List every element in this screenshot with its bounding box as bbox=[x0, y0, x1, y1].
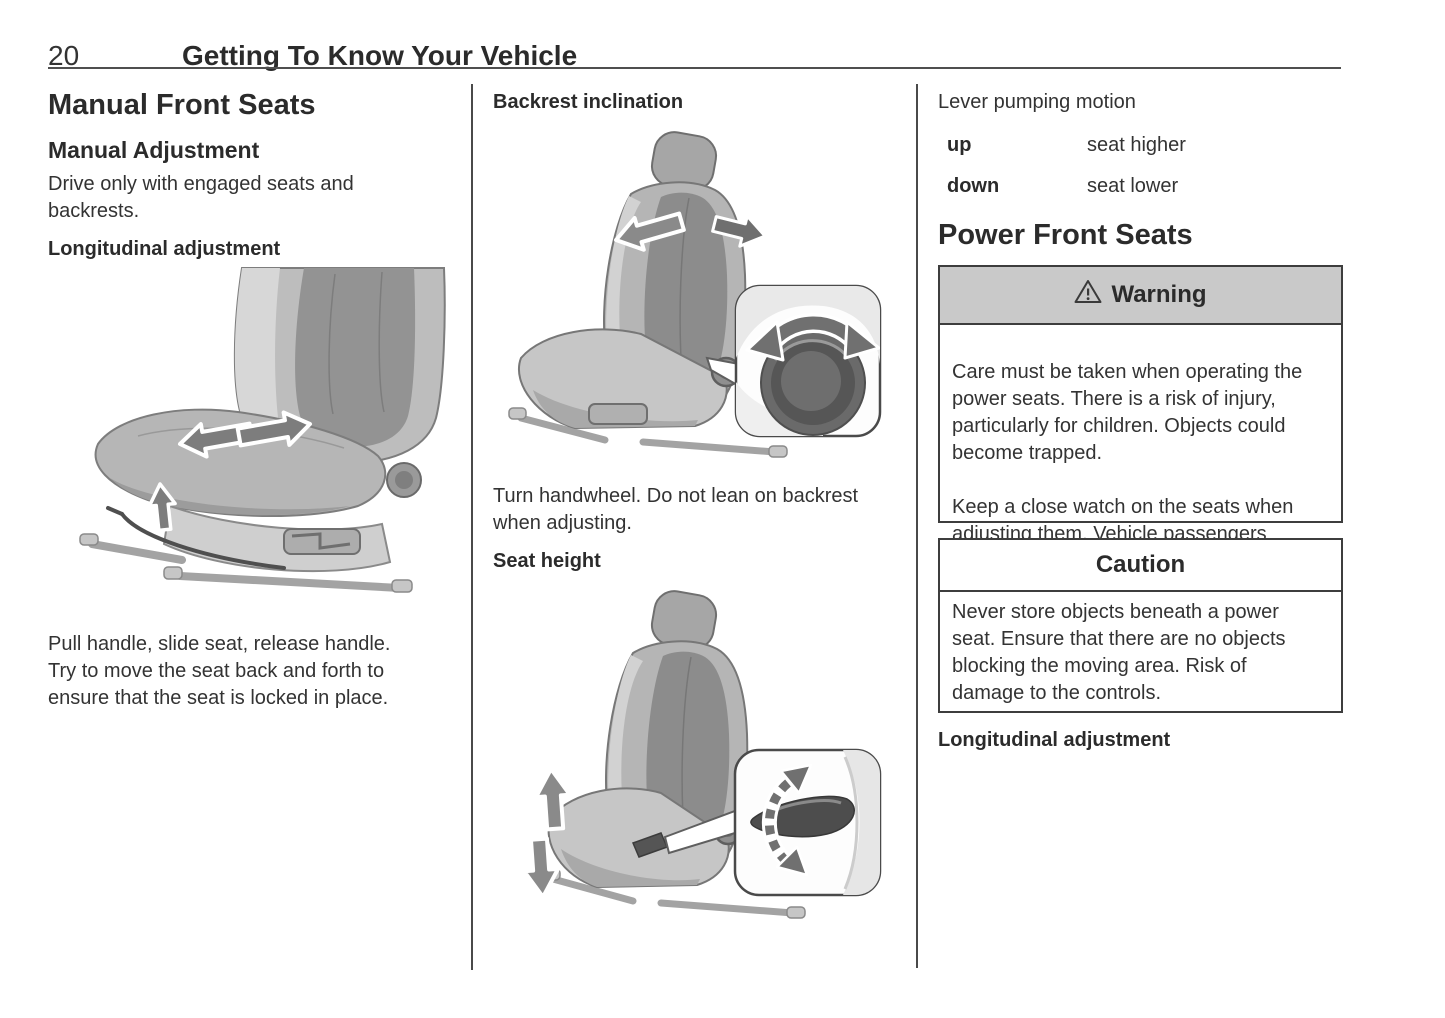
warning-box: Warning Care must be taken when operatin… bbox=[938, 265, 1343, 572]
page-title: Getting To Know Your Vehicle bbox=[182, 40, 578, 71]
seat-with-handwheel-inset bbox=[508, 131, 882, 458]
longitudinal-adjustment-illustration bbox=[52, 266, 464, 604]
seat-with-lever-inset bbox=[522, 590, 882, 919]
caution-box-header: Caution bbox=[940, 540, 1341, 592]
header-rule bbox=[48, 67, 1341, 69]
warning-box-header: Warning bbox=[940, 267, 1341, 325]
warning-paragraph-1: Care must be taken when operating the po… bbox=[952, 361, 1303, 464]
handle-up-arrow-icon bbox=[147, 482, 177, 533]
subhead-backrest-inclination: Backrest inclination bbox=[493, 91, 684, 113]
warning-box-body: Care must be taken when operating the po… bbox=[940, 325, 1341, 611]
backrest-instructions: Turn handwheel. Do not lean on backrest … bbox=[493, 485, 859, 534]
backrest-inclination-illustration bbox=[493, 120, 895, 468]
lever-key-down: down bbox=[947, 175, 1000, 197]
lever-up-down-arrows-icon bbox=[761, 763, 813, 877]
slide-back-arrow-icon bbox=[235, 410, 312, 448]
lever-pumping-label: Lever pumping motion bbox=[938, 91, 1136, 113]
seat-height-illustration bbox=[493, 581, 895, 923]
lever-value-down: seat lower bbox=[1087, 175, 1179, 197]
seat-side-view bbox=[79, 267, 446, 593]
seat-rails bbox=[88, 540, 404, 592]
handwheel-inset bbox=[734, 284, 882, 438]
section-heading-power-front-seats: Power Front Seats bbox=[938, 219, 1193, 251]
subhead-power-longitudinal-adjustment: Longitudinal adjustment bbox=[938, 729, 1171, 751]
warning-title: Warning bbox=[1111, 281, 1207, 308]
caution-box-body: Never store objects beneath a power seat… bbox=[952, 601, 1286, 704]
caution-box: Caution Never store objects beneath a po… bbox=[938, 538, 1343, 713]
page-number: 20 bbox=[48, 40, 80, 71]
column-divider-1 bbox=[471, 84, 473, 970]
lever-table-row: down bbox=[947, 175, 999, 198]
column-divider-2 bbox=[916, 84, 918, 968]
section-heading-manual-front-seats: Manual Front Seats bbox=[48, 89, 316, 121]
backrest-back-arrow-icon bbox=[711, 214, 767, 248]
lever-table-row: up bbox=[947, 134, 971, 157]
seat-rails bbox=[549, 875, 797, 917]
subsection-heading-manual-adjustment: Manual Adjustment bbox=[48, 137, 260, 163]
lever-key-up: up bbox=[947, 134, 972, 156]
seat-cushion bbox=[518, 328, 728, 430]
subhead-longitudinal-adjustment: Longitudinal adjustment bbox=[48, 238, 281, 260]
lever-inset bbox=[733, 748, 882, 897]
seat-up-arrow-icon bbox=[533, 767, 572, 832]
seat-down-arrow-icon bbox=[522, 836, 561, 899]
lever-value-up: seat higher bbox=[1087, 134, 1186, 156]
intro-text: Drive only with engaged seats and backre… bbox=[48, 173, 354, 222]
caution-title: Caution bbox=[1095, 551, 1186, 578]
warning-triangle-icon bbox=[1074, 279, 1102, 311]
seat-cushion bbox=[547, 787, 730, 889]
release-handle-bar bbox=[120, 512, 286, 570]
seat-rails bbox=[517, 414, 779, 456]
longitudinal-instructions: Pull handle, slide seat, release handle.… bbox=[48, 633, 391, 709]
backrest-forward-arrow-icon bbox=[614, 211, 686, 252]
rotate-arrows-icon bbox=[745, 313, 880, 362]
subhead-seat-height: Seat height bbox=[493, 550, 601, 572]
